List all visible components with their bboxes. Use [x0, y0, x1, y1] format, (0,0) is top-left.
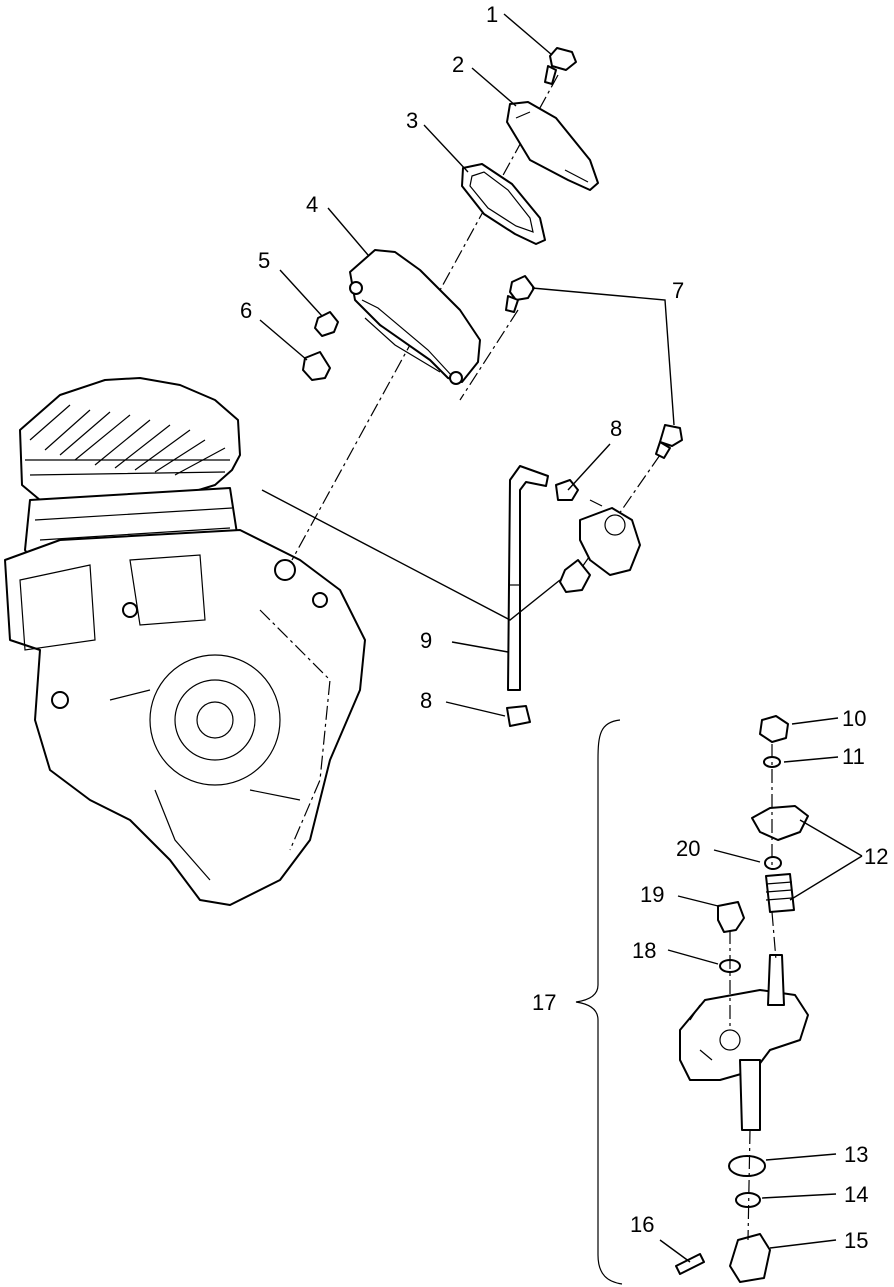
callout-20: 20: [676, 836, 700, 861]
callout-3: 3: [406, 108, 418, 133]
sleeve-part-5: [314, 311, 339, 337]
hose-part-9: [507, 465, 549, 691]
gear-part-15: [729, 1233, 771, 1283]
pin-part-16: [675, 1253, 705, 1275]
callout-8-upper: 8: [610, 416, 622, 441]
callout-10: 10: [842, 706, 866, 731]
washer-part-20: [764, 856, 782, 870]
sleeve-part-6: [302, 351, 331, 381]
callout-7: 7: [672, 278, 684, 303]
leader-lines-lower: [659, 717, 863, 1263]
bolt-part-1: [544, 47, 577, 85]
callout-17: 17: [532, 990, 556, 1015]
callout-1: 1: [486, 2, 498, 27]
callout-15: 15: [844, 1228, 868, 1253]
oil-pump-upper-illustration: [559, 499, 641, 593]
callout-5: 5: [258, 248, 270, 273]
callout-11: 11: [842, 744, 865, 769]
plug-part-19: [717, 901, 745, 933]
callout-4: 4: [306, 192, 318, 217]
callout-9: 9: [420, 628, 432, 653]
washer-part-14: [735, 1192, 761, 1208]
leader-lines-upper: [259, 13, 675, 717]
callout-18: 18: [632, 938, 656, 963]
callout-2: 2: [452, 52, 464, 77]
oring-part-13: [728, 1155, 766, 1177]
callout-12: 12: [864, 844, 888, 869]
callout-6: 6: [240, 298, 252, 323]
fitting-parts-7: [505, 275, 683, 459]
engine-block-illustration: [4, 377, 366, 906]
callout-13: 13: [844, 1142, 868, 1167]
housing-part-4: [349, 249, 481, 385]
gasket-part-3: [461, 163, 546, 245]
callout-16: 16: [630, 1212, 654, 1237]
callout-8-lower: 8: [420, 688, 432, 713]
nut-part-10: [759, 715, 789, 743]
assembly-bracket: [575, 719, 623, 1285]
callout-19: 19: [640, 882, 664, 907]
cover-plate-part-2: [506, 101, 599, 191]
callout-14: 14: [844, 1182, 868, 1207]
pump-body-part-17: [679, 954, 809, 1131]
cover-spring-part-12: [751, 805, 809, 913]
